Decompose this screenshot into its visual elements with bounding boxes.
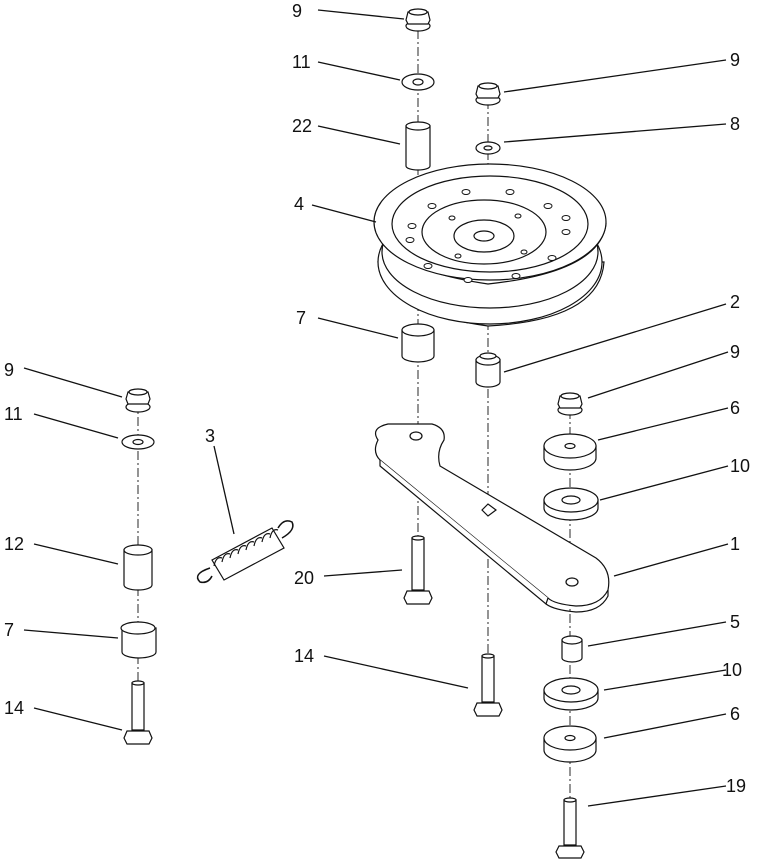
leader-11-top (317, 61, 401, 81)
idler-pulley (373, 163, 607, 327)
leader-1 (613, 543, 729, 577)
leader-20 (323, 569, 403, 577)
leader-14-center (323, 655, 469, 689)
callout-14-left: 14 (4, 698, 24, 718)
callout-1: 1 (730, 534, 740, 554)
callout-4: 4 (294, 194, 304, 214)
callout-9-far-right: 9 (730, 342, 740, 362)
washer-small-right (475, 141, 501, 155)
idler-arm (374, 423, 610, 613)
callout-9-left: 9 (4, 360, 14, 380)
leader-9-left (23, 367, 123, 398)
shoulder-spacer (475, 352, 501, 388)
leader-2 (503, 303, 727, 373)
leader-10-bottom (603, 669, 727, 691)
callout-14-center: 14 (294, 646, 314, 666)
hex-flange-nut-far-right (557, 392, 583, 416)
leader-9-right (503, 59, 727, 93)
leader-9-top (317, 9, 405, 20)
leader-7-center (317, 317, 399, 339)
bolt-far-right (555, 797, 585, 859)
spacer-top (405, 121, 431, 171)
leader-9-far-right (587, 351, 729, 399)
leader-4 (311, 204, 377, 223)
leader-14-left (33, 707, 123, 731)
washer-top (401, 73, 435, 91)
callout-5: 5 (730, 612, 740, 632)
callout-12: 12 (4, 534, 24, 554)
spacer-washer-bottom (543, 725, 597, 763)
callout-9-right: 9 (730, 50, 740, 70)
bolt-14-center (473, 653, 503, 717)
bolt-left (123, 680, 153, 745)
hex-flange-nut-top (405, 8, 431, 32)
leader-6-top (597, 407, 729, 441)
callout-9-top: 9 (292, 1, 302, 21)
washer-left (121, 434, 155, 450)
bushing-center (401, 323, 435, 363)
bushing-left (120, 621, 157, 659)
callout-3: 3 (205, 426, 215, 446)
callout-2: 2 (730, 292, 740, 312)
flat-washer-bottom (543, 677, 599, 711)
callout-10-bottom: 10 (722, 660, 742, 680)
bolt-20 (403, 535, 433, 605)
callout-6-top: 6 (730, 398, 740, 418)
leader-11-left (33, 413, 119, 439)
leader-12 (33, 543, 119, 565)
callout-10-top: 10 (730, 456, 750, 476)
callout-8: 8 (730, 114, 740, 134)
leader-19 (587, 785, 727, 807)
hex-flange-nut-left (125, 388, 151, 413)
leader-8 (503, 123, 727, 143)
leader-3 (213, 445, 235, 535)
callout-11-top: 11 (292, 52, 311, 72)
bushing-small-right (561, 635, 583, 663)
flat-washer-top (543, 487, 599, 521)
extension-spring (196, 520, 294, 584)
callout-7-left: 7 (4, 620, 14, 640)
hex-flange-nut-right (475, 82, 501, 106)
callout-20: 20 (294, 568, 314, 588)
spacer-left (123, 544, 153, 591)
leader-7-left (23, 629, 119, 639)
callout-7-center: 7 (296, 308, 306, 328)
callout-11-left: 11 (4, 404, 23, 424)
leader-10-top (599, 465, 729, 501)
callout-22: 22 (292, 116, 312, 136)
leader-22 (317, 125, 401, 145)
spacer-washer-top (543, 433, 597, 471)
callout-6-bottom: 6 (730, 704, 740, 724)
leader-5 (587, 621, 727, 647)
callout-19: 19 (726, 776, 746, 796)
leader-6-bottom (603, 713, 727, 739)
